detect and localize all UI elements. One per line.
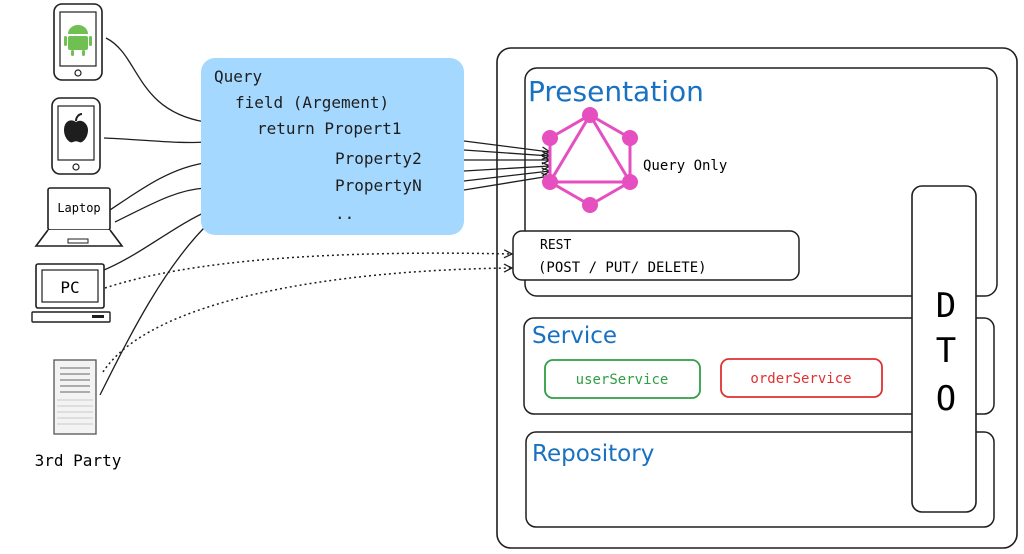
- android-logo-icon: [64, 25, 92, 56]
- third-party-label: 3rd Party: [35, 451, 122, 470]
- graphql-logo-icon: [542, 107, 638, 213]
- repository-layer: Repository: [525, 431, 995, 528]
- client-connectors: [99, 37, 211, 396]
- rest-title: REST: [540, 238, 571, 253]
- dto-letter-d: D: [936, 286, 956, 326]
- query-box: Query field (Argement) return Propert1 P…: [201, 58, 464, 235]
- graphql-arrows: [463, 140, 550, 191]
- service-title: Service: [532, 323, 617, 349]
- dto-letter-o: O: [936, 379, 956, 419]
- order-service-label: orderService: [750, 371, 851, 387]
- query-line-query: Query: [214, 67, 263, 86]
- query-line-property2: Property2: [335, 149, 422, 168]
- rest-box: REST (POST / PUT/ DELETE): [512, 230, 800, 281]
- order-service-box: [720, 358, 883, 398]
- rest-methods: (POST / PUT/ DELETE): [538, 260, 707, 276]
- dto-letter-t: T: [936, 331, 956, 371]
- query-line-ellipsis: ..: [335, 204, 354, 223]
- pc-label: PC: [60, 278, 79, 297]
- android-phone-icon: [53, 3, 103, 81]
- laptop-icon: Laptop: [34, 187, 124, 247]
- dto-column: D T O: [911, 185, 977, 513]
- presentation-title: Presentation: [528, 75, 704, 108]
- pc-icon: PC: [31, 263, 111, 323]
- iphone-icon: [51, 97, 101, 175]
- graphql-note: Query Only: [643, 158, 727, 174]
- query-line-field: field (Argement): [235, 93, 389, 112]
- user-service-label: userService: [576, 372, 669, 388]
- apple-logo-icon: [64, 113, 88, 143]
- third-party-rest-arrow: [102, 268, 512, 373]
- pc-connector: [103, 209, 211, 271]
- repository-title: Repository: [532, 441, 654, 467]
- iphone-connector: [103, 137, 206, 144]
- laptop-connector-1: [109, 162, 206, 211]
- server-icon: [53, 359, 97, 435]
- laptop-connector-2: [114, 187, 206, 223]
- user-service-box: [544, 359, 701, 399]
- pc-rest-arrow: [104, 253, 512, 289]
- third-party-connector: [99, 221, 211, 396]
- android-connector: [105, 37, 206, 123]
- backend-container: [496, 47, 1018, 549]
- query-line-propertyn: PropertyN: [335, 176, 422, 195]
- presentation-layer: Presentation: [524, 67, 998, 297]
- rest-connectors: [102, 253, 512, 373]
- laptop-label: Laptop: [57, 201, 100, 215]
- query-line-return: return Propert1: [257, 119, 402, 138]
- service-layer: Service userService orderService: [523, 317, 995, 415]
